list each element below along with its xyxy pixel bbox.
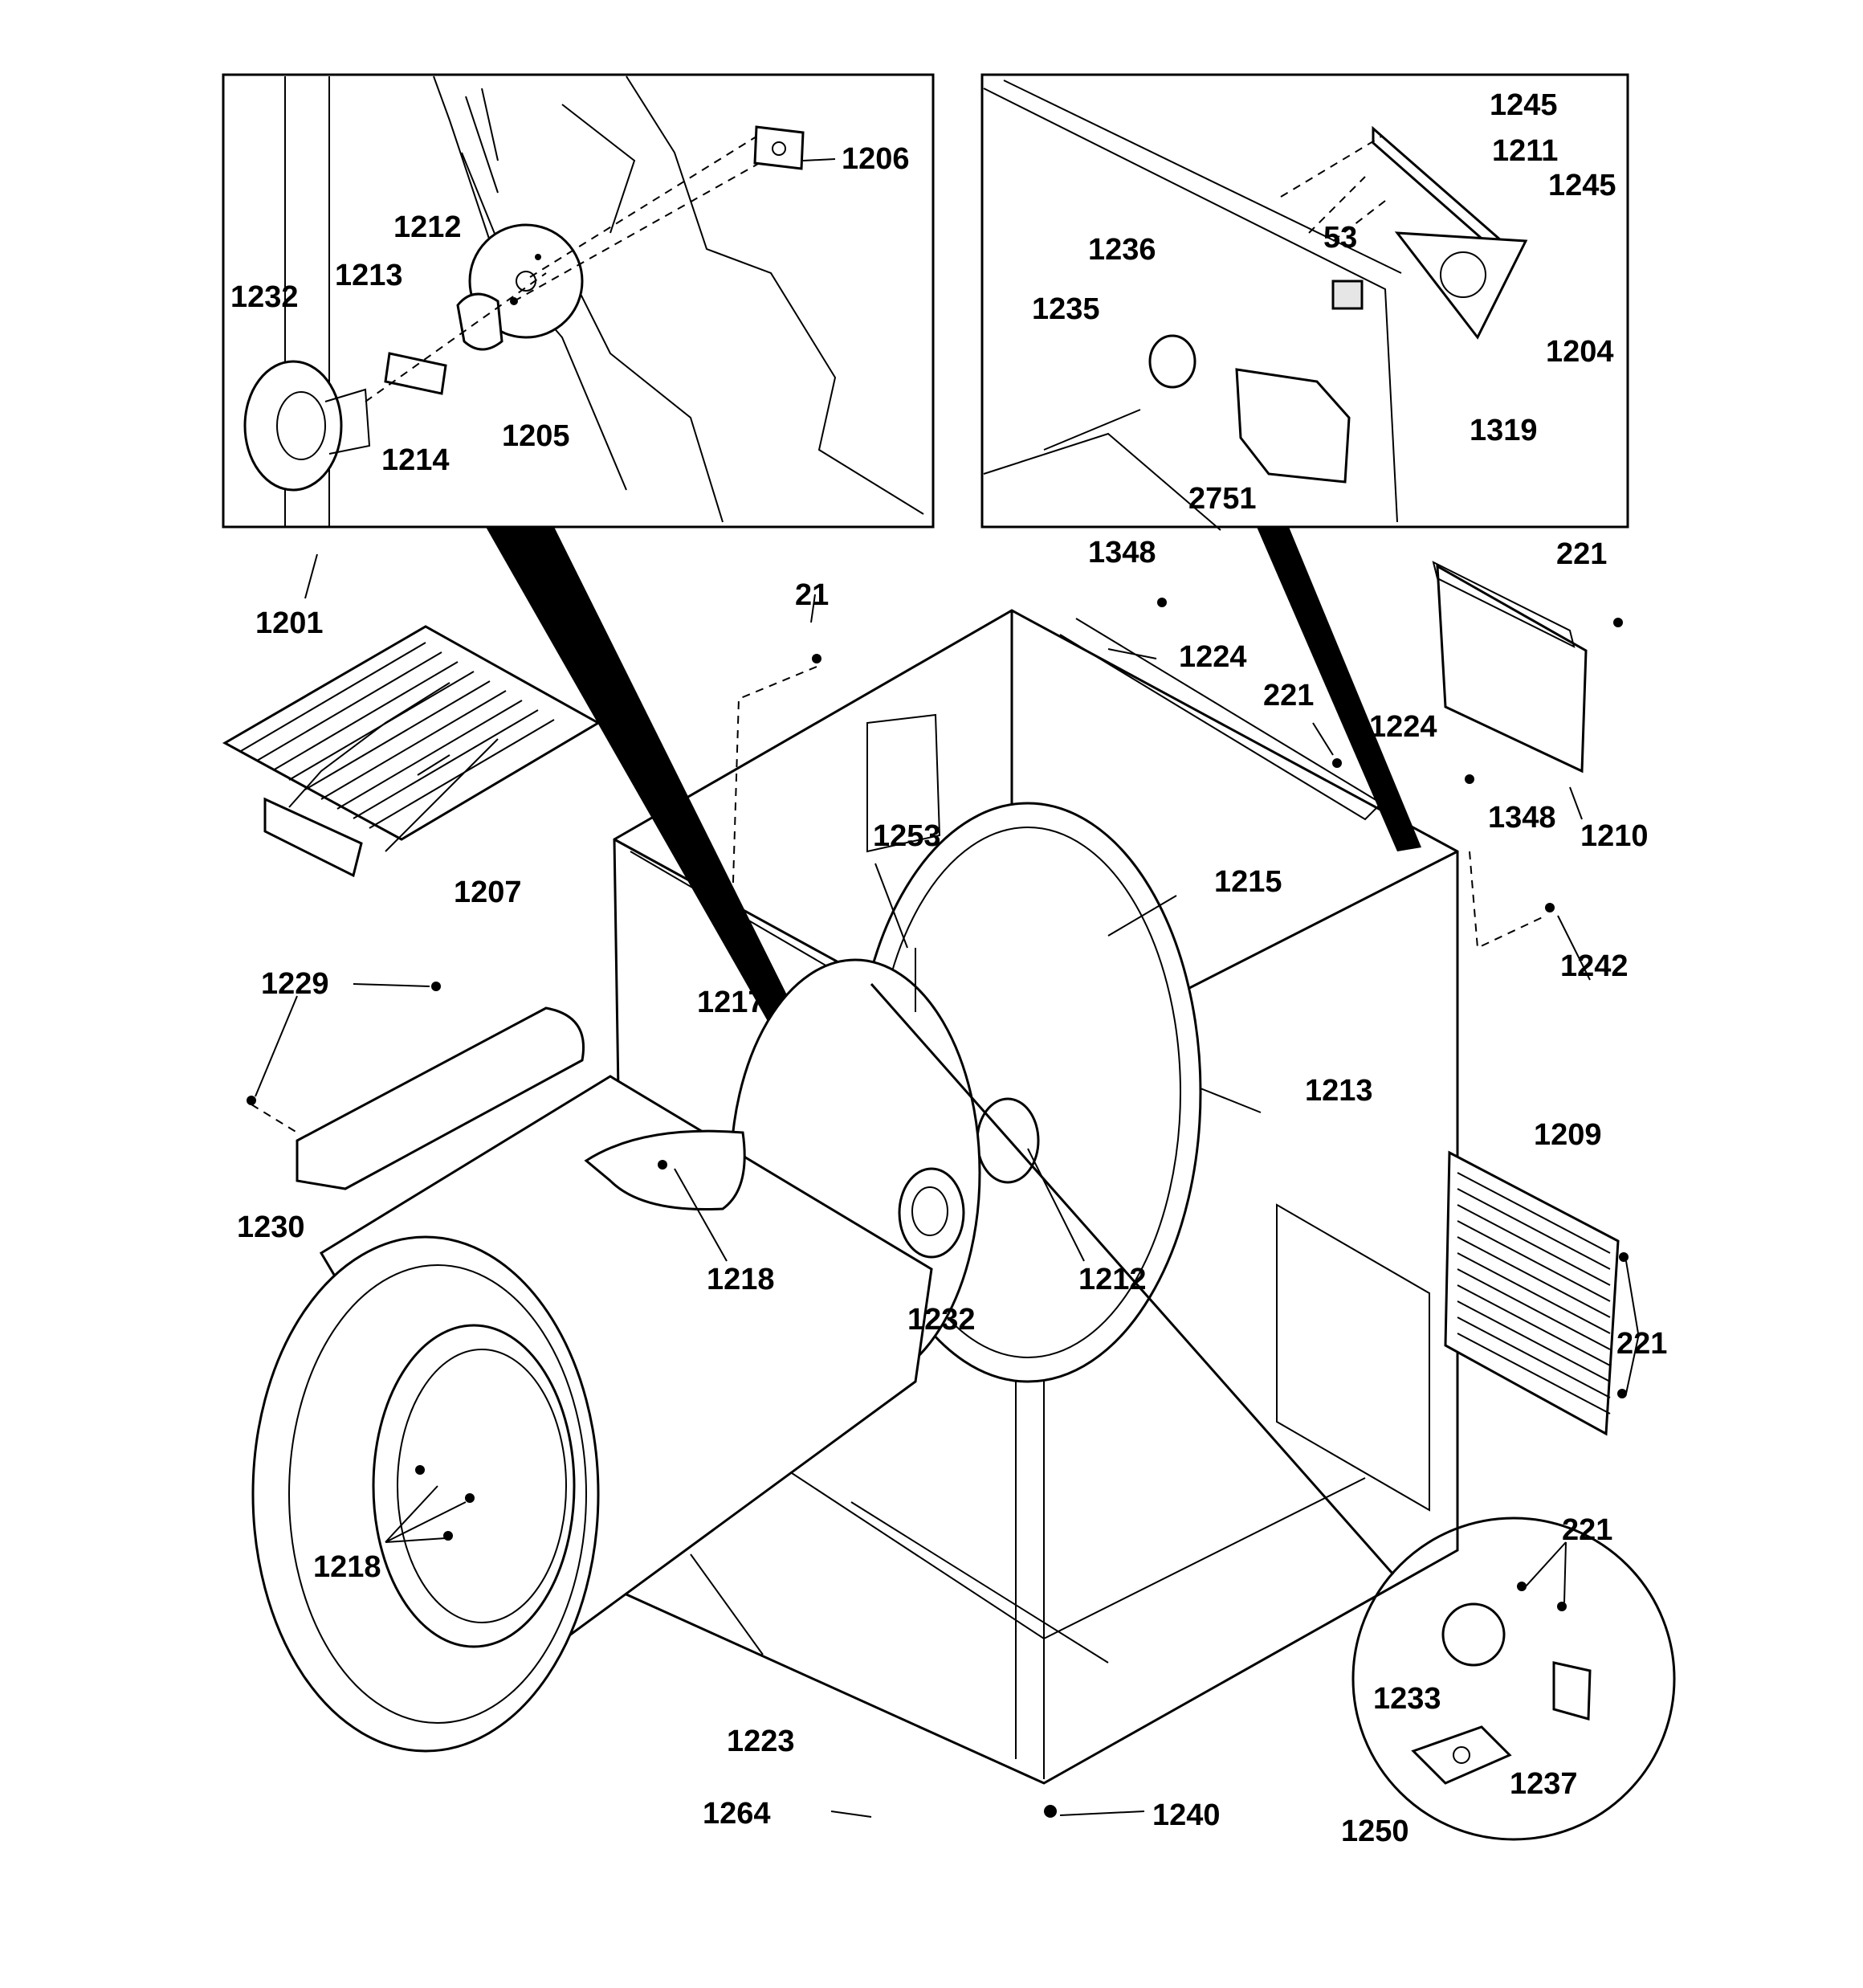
label-1224: 1224: [1179, 640, 1247, 674]
projection-wedge-right: [1257, 527, 1421, 851]
dry-rack: [222, 625, 601, 878]
label-1213: 1213: [1305, 1074, 1373, 1108]
label-1348: 1348: [1088, 536, 1156, 569]
back-cover: [1432, 561, 1588, 774]
label-2751: 2751: [1188, 482, 1257, 516]
label-1224: 1224: [1369, 710, 1437, 744]
label-221: 221: [1616, 1327, 1667, 1361]
label-21: 21: [795, 578, 829, 612]
label-1215: 1215: [1214, 865, 1282, 899]
label-1212: 1212: [1078, 1263, 1147, 1296]
leader-lines: [251, 158, 1639, 1818]
inset-circle-switch: [870, 983, 1676, 1841]
inset-thermostat: [980, 73, 1629, 531]
label-1240: 1240: [1152, 1798, 1221, 1832]
label-1205: 1205: [502, 419, 570, 453]
label-221: 221: [1263, 679, 1314, 712]
part-labels: 1201 1206 1212 1213 1232 1214 1205 1245 …: [230, 88, 1667, 1848]
label-221: 221: [1556, 537, 1607, 571]
label-1245: 1245: [1490, 88, 1558, 122]
label-1214: 1214: [381, 443, 450, 477]
label-1213: 1213: [335, 259, 403, 292]
label-1253: 1253: [873, 819, 941, 853]
label-1223: 1223: [727, 1725, 795, 1758]
exhaust-duct: [296, 1006, 585, 1190]
label-1211: 1211: [1492, 134, 1558, 168]
label-1264: 1264: [703, 1797, 771, 1831]
label-1210: 1210: [1580, 819, 1649, 853]
label-1218: 1218: [313, 1550, 381, 1584]
label-221: 221: [1562, 1513, 1612, 1547]
label-1232: 1232: [907, 1303, 976, 1337]
label-1206: 1206: [842, 142, 910, 176]
label-1236: 1236: [1088, 233, 1156, 267]
label-1232: 1232: [230, 280, 299, 314]
label-1204: 1204: [1546, 335, 1614, 369]
label-1209: 1209: [1534, 1118, 1602, 1152]
label-1212: 1212: [393, 210, 462, 244]
inset-rear-bearing: [222, 73, 935, 529]
toe-grille: [1444, 1150, 1620, 1436]
label-1217: 1217: [697, 986, 765, 1019]
label-1348: 1348: [1488, 801, 1556, 835]
label-1319: 1319: [1470, 414, 1538, 447]
label-53: 53: [1323, 221, 1357, 255]
label-1218: 1218: [707, 1263, 775, 1296]
label-1250: 1250: [1341, 1815, 1409, 1848]
drum: [251, 1075, 933, 1753]
label-1230: 1230: [237, 1210, 305, 1244]
label-1237: 1237: [1510, 1767, 1578, 1801]
label-1201: 1201: [255, 606, 324, 640]
label-1233: 1233: [1373, 1682, 1441, 1716]
label-1242: 1242: [1560, 949, 1629, 983]
label-1235: 1235: [1032, 292, 1100, 326]
label-1245: 1245: [1548, 169, 1616, 202]
screws: [247, 598, 1629, 1818]
label-1207: 1207: [454, 876, 522, 909]
label-1229: 1229: [261, 967, 329, 1001]
